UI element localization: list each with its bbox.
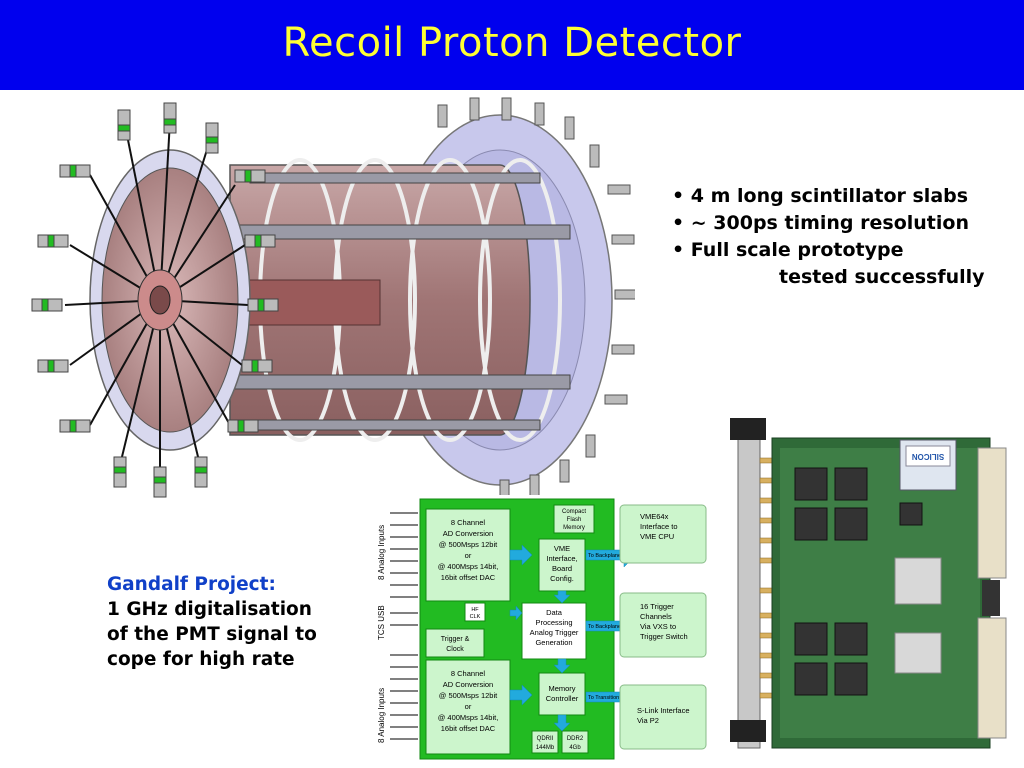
out-trigger-line: Channels (640, 612, 672, 621)
arrow-label-transition: To Transition (588, 695, 619, 701)
flash-line: Compact (562, 509, 586, 515)
gandalf-description: Gandalf Project: 1 GHz digitalisation of… (107, 572, 367, 672)
ddr-line: 4Gb (569, 745, 581, 751)
adc-bottom-line: 8 Channel (451, 669, 486, 678)
vme-interface-line: Interface, (546, 554, 577, 563)
feature-item: • 4 m long scintillator slabs (672, 185, 969, 207)
detector-illustration (31, 97, 635, 503)
out-slink-line: S-Link Interface (637, 706, 690, 715)
adc-bottom-line: 16bit offset DAC (441, 724, 496, 733)
vme-interface-line: VME (554, 544, 570, 553)
hf-clk-line: CLK (470, 614, 481, 620)
memory-controller-line: Controller (546, 694, 579, 703)
arrow-label-backplane-1: To Backplane (588, 553, 621, 559)
out-trigger-line: 16 Trigger (640, 602, 674, 611)
memory-controller-line: Memory (548, 684, 575, 693)
out-slink-line: Via P2 (637, 716, 659, 725)
silicon-label: SILICON (912, 452, 945, 461)
trigger-clock-line: Clock (446, 646, 464, 653)
gandalf-line: 1 GHz digitalisation (107, 599, 312, 620)
out-trigger-line: Via VXS to (640, 622, 676, 631)
out-vme-line: VME CPU (640, 532, 674, 541)
feature-item-continuation: tested successfully (779, 266, 985, 288)
feature-list: • 4 m long scintillator slabs • ~ 300ps … (672, 183, 1017, 291)
label-analog-inputs-top: 8 Analog Inputs (377, 525, 386, 580)
gandalf-line: cope for high rate (107, 649, 295, 670)
label-tcs-usb: TCS USB (377, 605, 386, 640)
gandalf-heading: Gandalf Project: (107, 574, 276, 595)
ddr-line: DDR2 (567, 736, 584, 742)
out-trigger-line: Trigger Switch (640, 632, 688, 641)
gandalf-block-diagram: 8 Analog Inputs TCS USB 8 Analog Inputs … (372, 495, 712, 763)
page-title: Recoil Proton Detector (282, 20, 742, 66)
adc-top-line: @ 400Msps 14bit, (438, 562, 499, 571)
out-vme-line: Interface to (640, 522, 678, 531)
hf-clk-line: HF (471, 607, 479, 613)
adc-bottom-line: @ 400Msps 14bit, (438, 713, 499, 722)
arrow-label-backplane-2: To Backplane (588, 624, 621, 630)
data-processing-line: Analog Trigger (530, 628, 579, 637)
trigger-clock-line: Trigger & (441, 636, 470, 643)
data-processing-line: Data (546, 608, 563, 617)
data-processing-line: Generation (535, 638, 572, 647)
vme-interface-line: Board (552, 564, 572, 573)
adc-top-line: or (465, 551, 472, 560)
out-vme-line: VME64x (640, 512, 669, 521)
feature-item: • ~ 300ps timing resolution (672, 212, 969, 234)
adc-bottom-line: or (465, 702, 472, 711)
data-processing-line: Processing (535, 618, 572, 627)
adc-top-line: @ 500Msps 12bit (439, 540, 498, 549)
flash-line: Flash (567, 517, 582, 523)
feature-item: • Full scale prototype (672, 239, 904, 261)
adc-bottom-line: @ 500Msps 12bit (439, 691, 498, 700)
gandalf-line: of the PMT signal to (107, 624, 317, 645)
adc-top-line: 8 Channel (451, 518, 486, 527)
adc-top-line: 16bit offset DAC (441, 573, 496, 582)
adc-bottom-line: AD Conversion (443, 680, 493, 689)
vme-interface-line: Config. (550, 574, 574, 583)
qdr-line: QDRII (537, 736, 554, 742)
label-analog-inputs-bottom: 8 Analog Inputs (377, 688, 386, 743)
gandalf-board-photo: SILICON (720, 408, 1022, 763)
flash-line: Memory (563, 525, 585, 531)
adc-top-line: AD Conversion (443, 529, 493, 538)
title-bar: Recoil Proton Detector (0, 0, 1024, 90)
qdr-line: 144Mb (536, 745, 555, 751)
